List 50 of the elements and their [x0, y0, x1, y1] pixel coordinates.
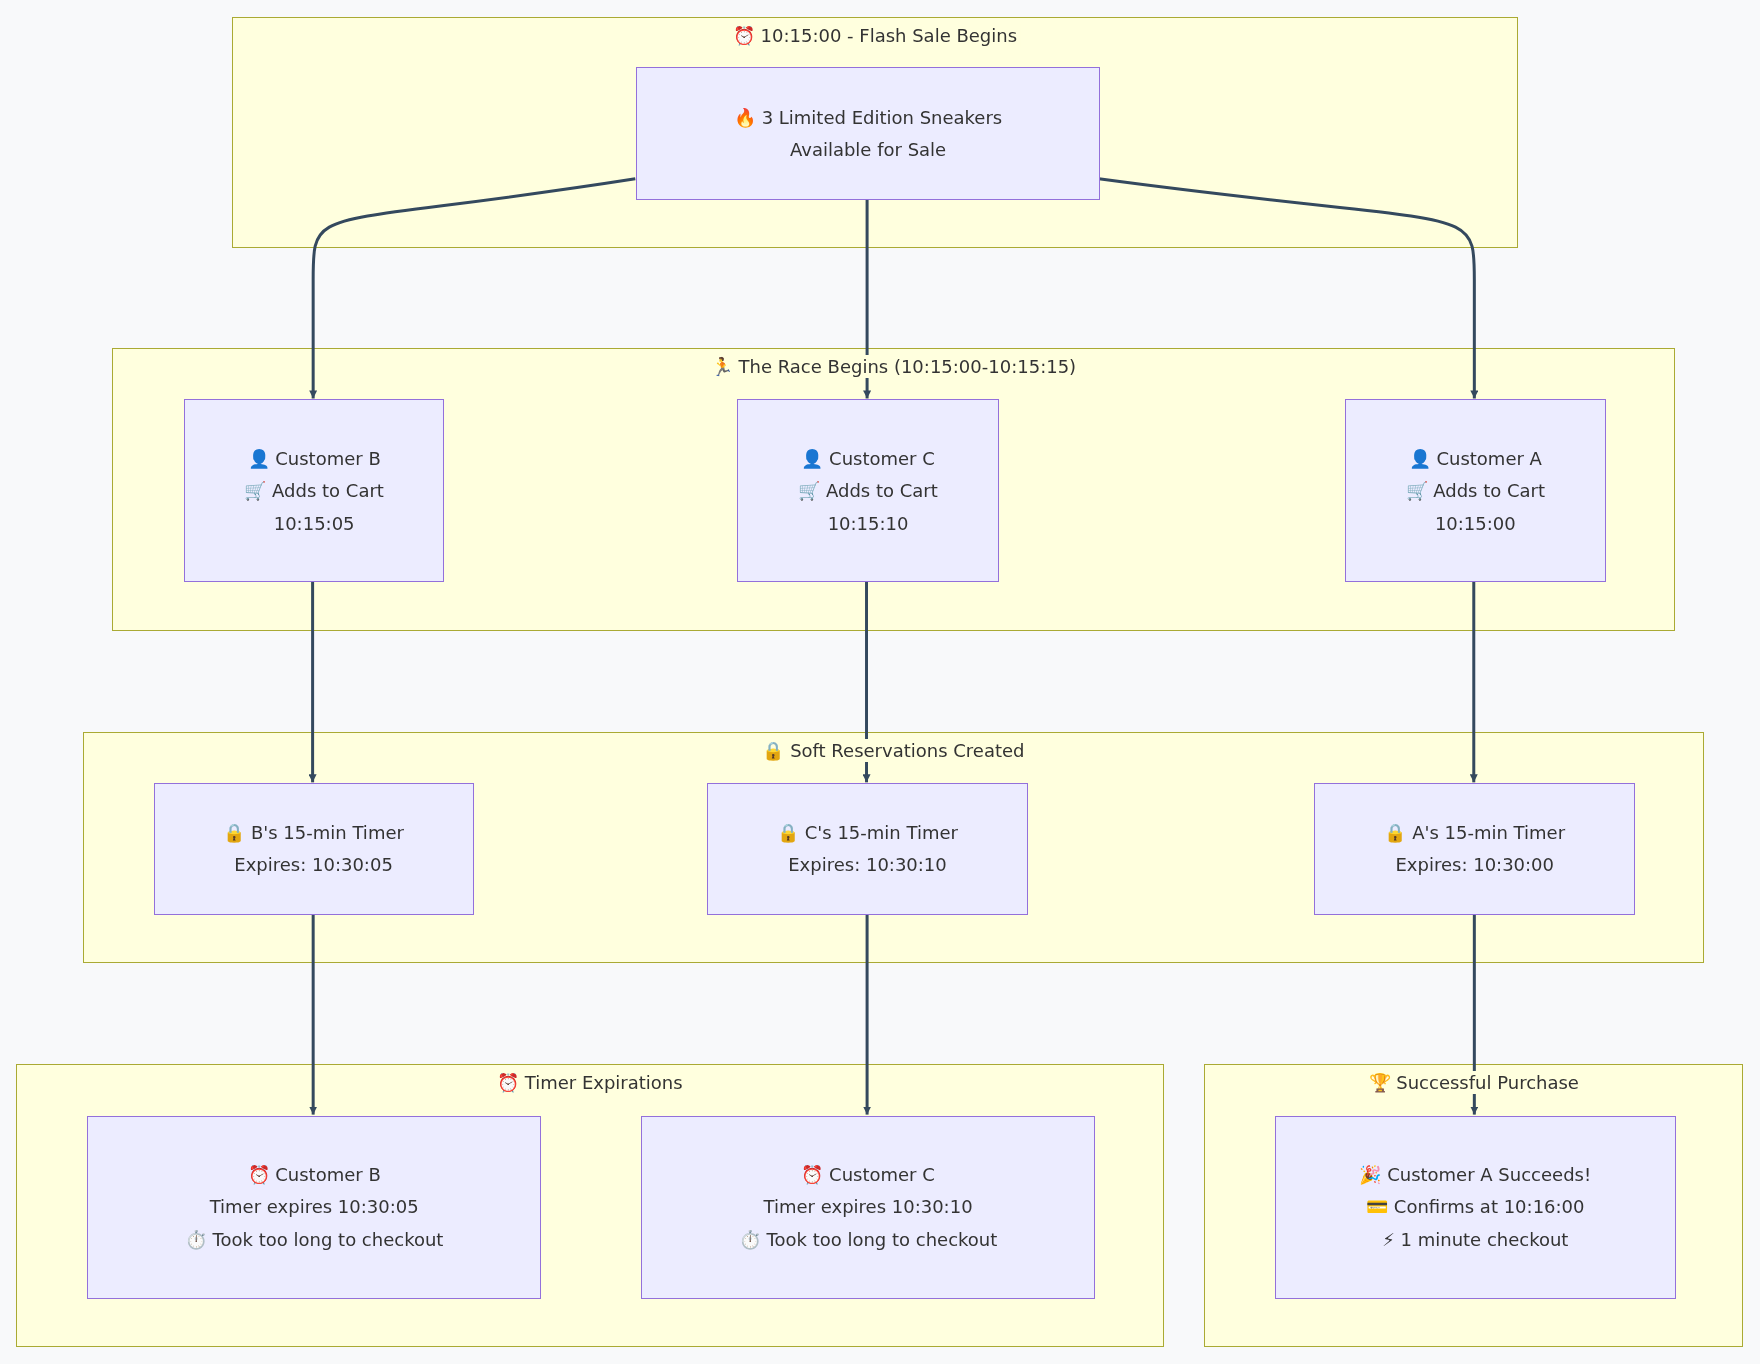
node-text: 🛒 Adds to Cart	[1405, 479, 1546, 503]
process-box	[183, 399, 445, 583]
node-text: ⏰ Customer C	[801, 1162, 935, 1187]
node-text: ⚡ 1 minute checkout	[1382, 1227, 1569, 1252]
arrow	[862, 581, 871, 783]
arrow	[1098, 177, 1479, 399]
node-text: 🔒 C's 15-min Timer	[777, 821, 958, 845]
node-text: 👤 Customer C	[801, 446, 935, 471]
node-text: 🔒 A's 15-min Timer	[1384, 821, 1566, 845]
node-text: ⏰ Customer B	[247, 1162, 381, 1187]
process-box	[707, 783, 1028, 915]
arrow	[1469, 581, 1478, 783]
node-text: Timer expires 10:30:10	[763, 1195, 973, 1219]
group-panel	[1204, 1064, 1744, 1347]
arrow	[863, 913, 872, 1115]
node-text: 👤 Customer A	[1408, 446, 1542, 471]
group-panel	[83, 731, 1704, 964]
process-box	[1314, 783, 1636, 915]
node-text: 10:15:10	[827, 511, 909, 535]
process-box	[640, 1115, 1096, 1299]
group-panel	[15, 1064, 1164, 1347]
node-text: 10:15:00	[1434, 511, 1516, 535]
node-text: 🔒 B's 15-min Timer	[223, 821, 404, 845]
process-box	[737, 399, 999, 583]
node-text: Expires: 10:30:00	[1395, 853, 1555, 877]
node-text: 👤 Customer B	[247, 446, 381, 471]
group-panel	[112, 347, 1675, 631]
node-text: Timer expires 10:30:05	[209, 1195, 419, 1219]
node-text: Available for Sale	[789, 137, 947, 162]
node-text: Expires: 10:30:10	[788, 853, 947, 877]
arrow	[309, 913, 318, 1115]
node-text: 🛒 Adds to Cart	[798, 479, 938, 503]
node-text: 💳 Confirms at 10:16:00	[1366, 1195, 1585, 1219]
node-text: ⏱ Took too long to checkout	[184, 1227, 444, 1252]
arrow	[863, 198, 872, 399]
process-box	[1274, 1115, 1676, 1299]
process-box	[636, 67, 1100, 200]
process-box	[153, 783, 474, 915]
group-panel	[232, 16, 1518, 249]
node-text: 🎉 Customer A Succeeds!	[1359, 1162, 1592, 1187]
node-text: 🔥 3 Limited Edition Sneakers	[733, 105, 1003, 129]
process-box	[1344, 399, 1607, 583]
arrow	[308, 581, 317, 783]
node-text: 🛒 Adds to Cart	[244, 479, 384, 503]
arrow	[309, 177, 636, 399]
node-text: 10:15:05	[273, 511, 355, 535]
process-box	[87, 1115, 541, 1299]
arrow	[1470, 913, 1479, 1115]
node-text: ⏱ Took too long to checkout	[738, 1227, 998, 1252]
node-text: Expires: 10:30:05	[234, 853, 393, 877]
